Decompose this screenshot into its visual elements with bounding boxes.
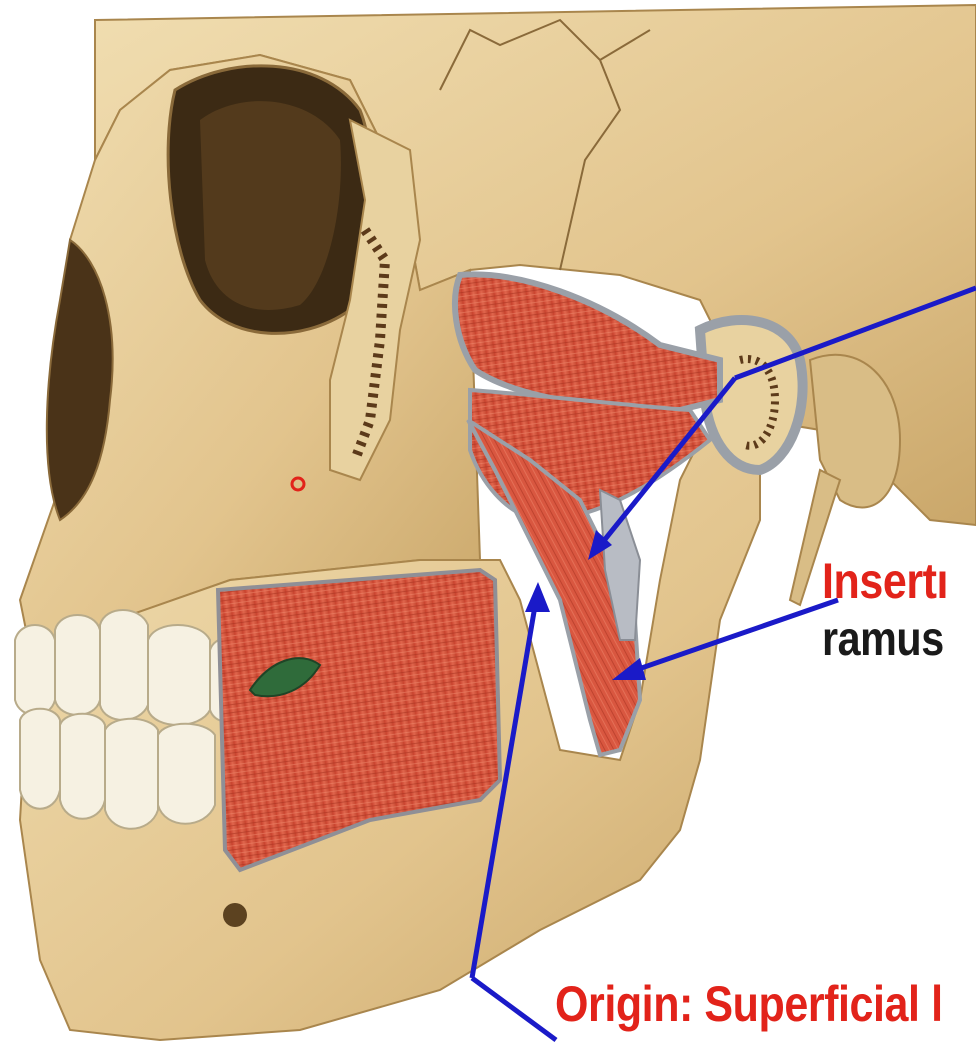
mental-foramen xyxy=(223,903,247,927)
origin-label: Origin: Superficial l xyxy=(555,975,943,1033)
insertion-label: Insertı xyxy=(822,552,948,610)
ramus-label: ramus xyxy=(822,612,944,667)
